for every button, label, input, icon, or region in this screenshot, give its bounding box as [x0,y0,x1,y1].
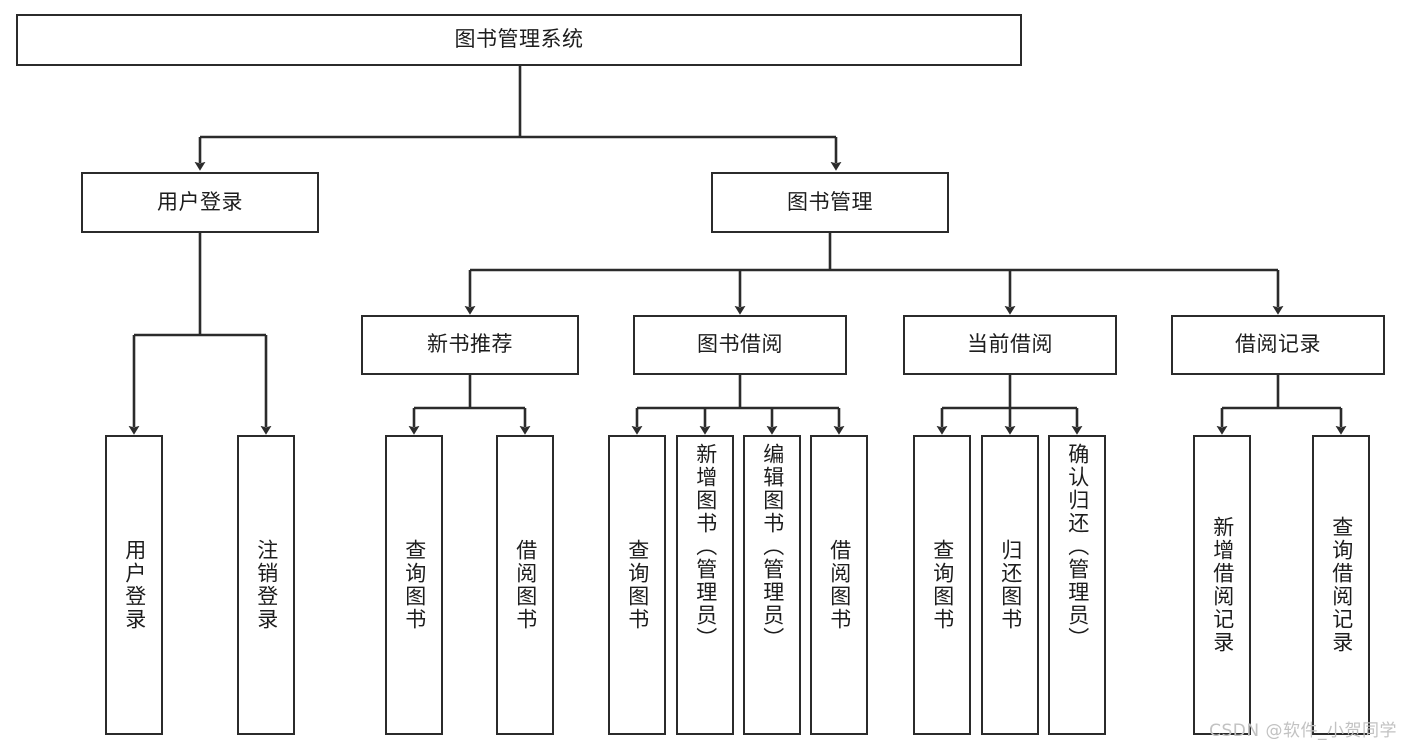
leaf-user-login[interactable]: 用户登录 [105,435,163,735]
watermark: CSDN @软件_小贺同学 [1209,721,1397,741]
leaf-recommend-query-book-label: 查询图书 [402,539,427,631]
node-new-book-recommend-label: 新书推荐 [427,332,513,357]
leaf-recommend-borrow-book-label: 借阅图书 [513,539,538,631]
leaf-borrow-query-book[interactable]: 查询图书 [608,435,666,735]
leaf-user-login-label: 用户登录 [122,539,147,631]
leaf-record-query[interactable]: 查询借阅记录 [1312,435,1370,735]
node-book-management[interactable]: 图书管理 [711,172,949,233]
leaf-logout-label: 注销登录 [254,539,279,631]
node-book-borrow[interactable]: 图书借阅 [633,315,847,375]
leaf-borrow-add-book-label: 新增图书（管理员） [693,443,718,650]
node-root-label: 图书管理系统 [454,27,584,52]
node-current-borrow[interactable]: 当前借阅 [903,315,1117,375]
leaf-borrow-edit-book-label: 编辑图书（管理员） [760,443,785,650]
leaf-recommend-borrow-book[interactable]: 借阅图书 [496,435,554,735]
node-user-login[interactable]: 用户登录 [81,172,319,233]
leaf-record-add[interactable]: 新增借阅记录 [1193,435,1251,735]
node-book-borrow-label: 图书借阅 [697,332,783,357]
leaf-recommend-query-book[interactable]: 查询图书 [385,435,443,735]
node-new-book-recommend[interactable]: 新书推荐 [361,315,579,375]
node-borrow-record-label: 借阅记录 [1235,332,1321,357]
node-current-borrow-label: 当前借阅 [967,332,1053,357]
leaf-record-add-label: 新增借阅记录 [1210,516,1235,654]
node-root[interactable]: 图书管理系统 [16,14,1022,66]
leaf-logout[interactable]: 注销登录 [237,435,295,735]
leaf-current-return-book-label: 归还图书 [998,539,1023,631]
leaf-current-confirm-return-label: 确认归还（管理员） [1065,443,1090,650]
leaf-borrow-query-book-label: 查询图书 [625,539,650,631]
node-borrow-record[interactable]: 借阅记录 [1171,315,1385,375]
leaf-current-query-book-label: 查询图书 [930,539,955,631]
leaf-current-query-book[interactable]: 查询图书 [913,435,971,735]
leaf-current-return-book[interactable]: 归还图书 [981,435,1039,735]
leaf-current-confirm-return[interactable]: 确认归还（管理员） [1048,435,1106,735]
node-book-management-label: 图书管理 [787,189,873,214]
leaf-borrow-borrow-book-label: 借阅图书 [827,539,852,631]
leaf-borrow-edit-book[interactable]: 编辑图书（管理员） [743,435,801,735]
node-user-login-label: 用户登录 [157,189,243,214]
leaf-borrow-borrow-book[interactable]: 借阅图书 [810,435,868,735]
leaf-borrow-add-book[interactable]: 新增图书（管理员） [676,435,734,735]
leaf-record-query-label: 查询借阅记录 [1329,516,1354,654]
